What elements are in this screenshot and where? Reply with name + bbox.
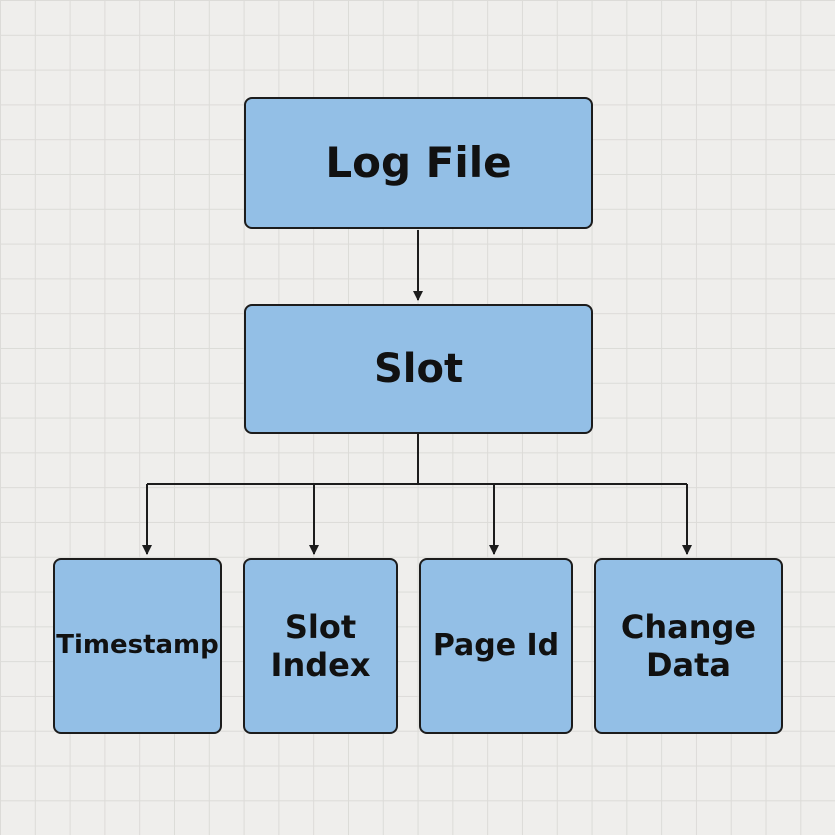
node-log-file: Log File (244, 97, 593, 229)
node-change-data-label-line-1: Change (620, 607, 757, 646)
node-page-id-label: Page Id (432, 628, 560, 663)
node-slot-index: Slot Index (243, 558, 398, 734)
node-page-id: Page Id (419, 558, 573, 734)
node-log-file-label: Log File (325, 137, 512, 187)
node-slot-index-label-line-1: Slot (284, 607, 357, 646)
node-timestamp-label: Timestamp (56, 630, 219, 661)
node-slot-index-label-line-2: Index (270, 646, 371, 684)
node-change-data: Change Data (594, 558, 783, 734)
node-slot-label: Slot (373, 346, 464, 392)
node-change-data-label-line-2: Data (645, 646, 732, 684)
node-slot: Slot (244, 304, 593, 434)
node-timestamp: Timestamp (53, 558, 222, 734)
